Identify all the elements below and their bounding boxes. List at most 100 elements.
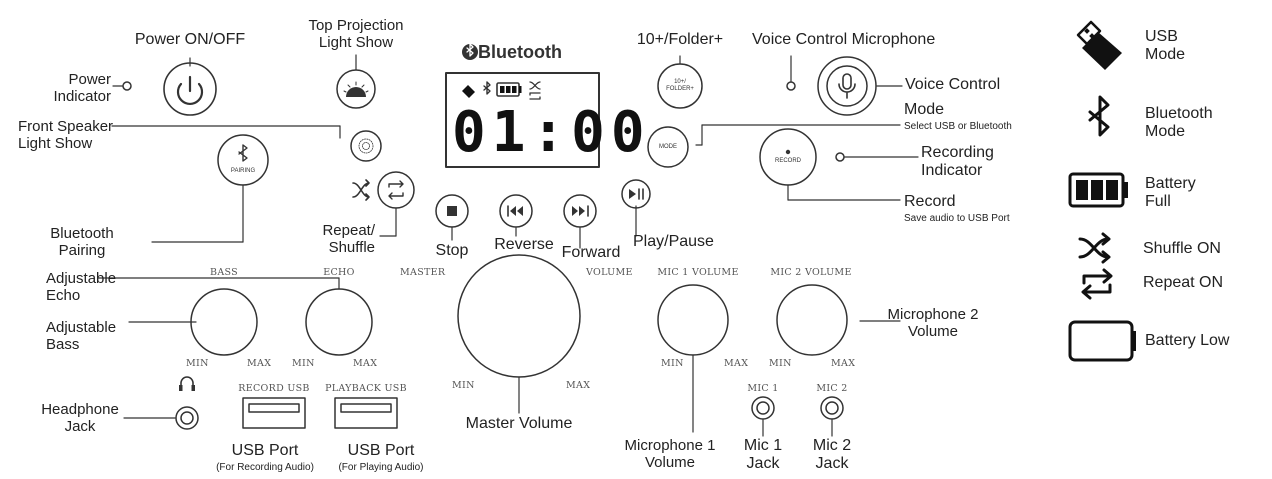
master-volume-knob[interactable]: [457, 254, 581, 378]
stop-button[interactable]: [435, 194, 469, 228]
pairing-button-text: PAIRING: [230, 168, 256, 174]
volume-panel-label: VOLUME: [586, 267, 633, 278]
master-volume-label: Master Volume: [465, 415, 573, 432]
bass-max: MAX: [247, 358, 272, 369]
echo-panel-label: ECHO: [323, 267, 355, 278]
mic1-volume-panel-label: MIC 1 VOLUME: [657, 267, 739, 278]
front-speaker-light-button[interactable]: [350, 130, 382, 162]
repeat-tiny-icon: [529, 92, 541, 100]
mic2-volume-knob[interactable]: [776, 284, 848, 356]
light-rays-icon: [343, 81, 369, 93]
usb-record-label: USB Port: [231, 442, 299, 459]
microphone-icon: [842, 73, 852, 90]
repeat-small-icon: [388, 180, 404, 200]
lcd-display: [445, 72, 600, 168]
bass-knob[interactable]: [190, 288, 258, 356]
mode-sublabel: Select USB or Bluetooth: [904, 121, 1012, 132]
shuffle-tiny-icon: [529, 81, 541, 90]
echo-knob[interactable]: [305, 288, 373, 356]
usb-record-sublabel: (For Recording Audio): [216, 462, 314, 473]
recording-indicator-led: [835, 152, 845, 162]
mic1-min: MIN: [661, 358, 684, 369]
mic1-volume-knob[interactable]: [657, 284, 729, 356]
playback-usb-port[interactable]: [334, 397, 398, 429]
playback-usb-panel-label: PLAYBACK USB: [325, 383, 407, 394]
mic2-volume-panel-label: MIC 2 VOLUME: [770, 267, 852, 278]
repeat-icon: [1081, 268, 1113, 300]
forward-label: Forward: [561, 244, 621, 261]
forward-button[interactable]: [563, 194, 597, 228]
folder-button-text: 10+/FOLDER+: [666, 79, 694, 92]
speaker-grid-icon: [358, 138, 374, 154]
mic1-max: MAX: [724, 358, 749, 369]
voice-mic-hole: [786, 81, 796, 91]
usb-play-sublabel: (For Playing Audio): [338, 462, 424, 473]
power-button[interactable]: [163, 62, 217, 116]
play-pause-button[interactable]: [621, 179, 651, 209]
play-pause-label: Play/Pause: [633, 233, 714, 250]
mic2-panel-label: MIC 2: [816, 383, 848, 394]
usb-play-label: USB Port: [347, 442, 415, 459]
stop-label: Stop: [435, 242, 469, 259]
voice-control-label: Voice Control: [905, 76, 1001, 93]
echo-max: MAX: [353, 358, 378, 369]
record-usb-port[interactable]: [242, 397, 306, 429]
bass-panel-label: BASS: [210, 267, 238, 278]
bluetooth-icon: [1088, 95, 1110, 137]
bluetooth-tiny-icon: [483, 81, 491, 95]
usb-icon: [1076, 20, 1122, 70]
folder-plus-button[interactable]: [657, 63, 703, 109]
reverse-button[interactable]: [499, 194, 533, 228]
record-button-text: RECORD: [774, 158, 802, 164]
shuffle-small-icon: [352, 179, 370, 201]
mic2-max: MAX: [831, 358, 856, 369]
echo-min: MIN: [292, 358, 315, 369]
bass-min: MIN: [186, 358, 209, 369]
bluetooth-title: Bluetooth: [478, 42, 562, 62]
voice-control-microphone-label: Voice Control Microphone: [752, 31, 936, 48]
mic1-panel-label: MIC 1: [747, 383, 779, 394]
master-panel-label: MASTER: [400, 267, 446, 278]
display-digits: 01:00: [452, 100, 651, 165]
mic1-jack[interactable]: [751, 396, 775, 420]
legend-shuffle-label: Shuffle ON: [1143, 240, 1221, 257]
record-usb-panel-label: RECORD USB: [238, 383, 310, 394]
reverse-label: Reverse: [494, 236, 554, 253]
headphone-icon: [179, 376, 195, 391]
voice-control-button[interactable]: [817, 56, 877, 116]
master-min: MIN: [452, 380, 475, 391]
bluetooth-pairing-button[interactable]: [217, 134, 269, 186]
master-max: MAX: [566, 380, 591, 391]
repeat-shuffle-button[interactable]: [377, 171, 415, 209]
top-projection-button[interactable]: [336, 69, 376, 109]
headphone-jack[interactable]: [175, 406, 199, 430]
shuffle-icon: [1078, 232, 1111, 264]
mode-button-text: MODE: [659, 144, 677, 150]
mode-label: Mode: [904, 101, 945, 118]
legend-repeat-label: Repeat ON: [1143, 274, 1224, 291]
record-button[interactable]: [759, 128, 817, 186]
usb-small-icon: [462, 85, 475, 98]
folder-plus-label: 10+/Folder+: [636, 31, 724, 48]
mode-button[interactable]: [647, 126, 689, 168]
battery-full-icon: [1068, 172, 1128, 208]
bluetooth-logo-icon: [462, 43, 478, 60]
record-sublabel: Save audio to USB Port: [904, 213, 1010, 224]
bluetooth-small-icon: [238, 144, 248, 162]
power-on-off-label: Power ON/OFF: [134, 31, 246, 48]
repeat-shuffle-label: Repeat/Shuffle: [322, 222, 375, 256]
mic2-jack[interactable]: [820, 396, 844, 420]
record-label: Record: [904, 193, 956, 210]
battery-low-icon: [1068, 320, 1136, 362]
